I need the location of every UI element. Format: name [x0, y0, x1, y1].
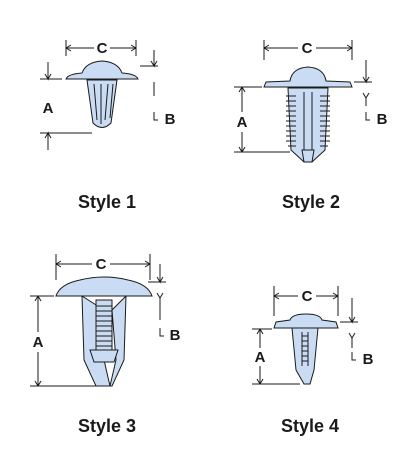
style-1-drawing: [65, 60, 139, 128]
style-4-dimension-lines: [252, 286, 358, 385]
style-1-figure: C A B Style 1: [40, 40, 176, 212]
style-1-dim-a: A: [43, 100, 54, 117]
style-2-dim-a: A: [237, 114, 248, 131]
style-3-figure: C A B Style 3: [30, 254, 181, 436]
style-2-dim-c: C: [302, 40, 313, 57]
style-3-dim-c: C: [96, 256, 107, 273]
style-4-dim-c: C: [302, 288, 313, 305]
style-4-drawing: [273, 313, 339, 385]
style-3-dimension-lines: [30, 254, 166, 387]
style-3-drawing: [55, 276, 153, 387]
style-1-caption: Style 1: [78, 192, 136, 212]
style-4-dim-b: B: [363, 351, 374, 368]
style-4-dim-a: A: [255, 349, 266, 366]
style-3-caption: Style 3: [78, 416, 136, 436]
style-2-dim-b: B: [377, 111, 388, 128]
style-1-dim-c: C: [97, 40, 108, 57]
style-1-dim-b: B: [165, 111, 176, 128]
style-2-caption: Style 2: [282, 192, 340, 212]
style-3-dim-a: A: [33, 334, 44, 351]
style-4-caption: Style 4: [281, 416, 339, 436]
style-2-figure: C A B Style 2: [234, 40, 388, 212]
style-3-dim-b: B: [170, 327, 181, 344]
style-2-drawing: [263, 66, 353, 163]
style-1-dimension-lines: [40, 40, 158, 150]
style-2-dimension-lines: [234, 40, 372, 153]
style-4-figure: C A B Style 4: [252, 286, 374, 436]
